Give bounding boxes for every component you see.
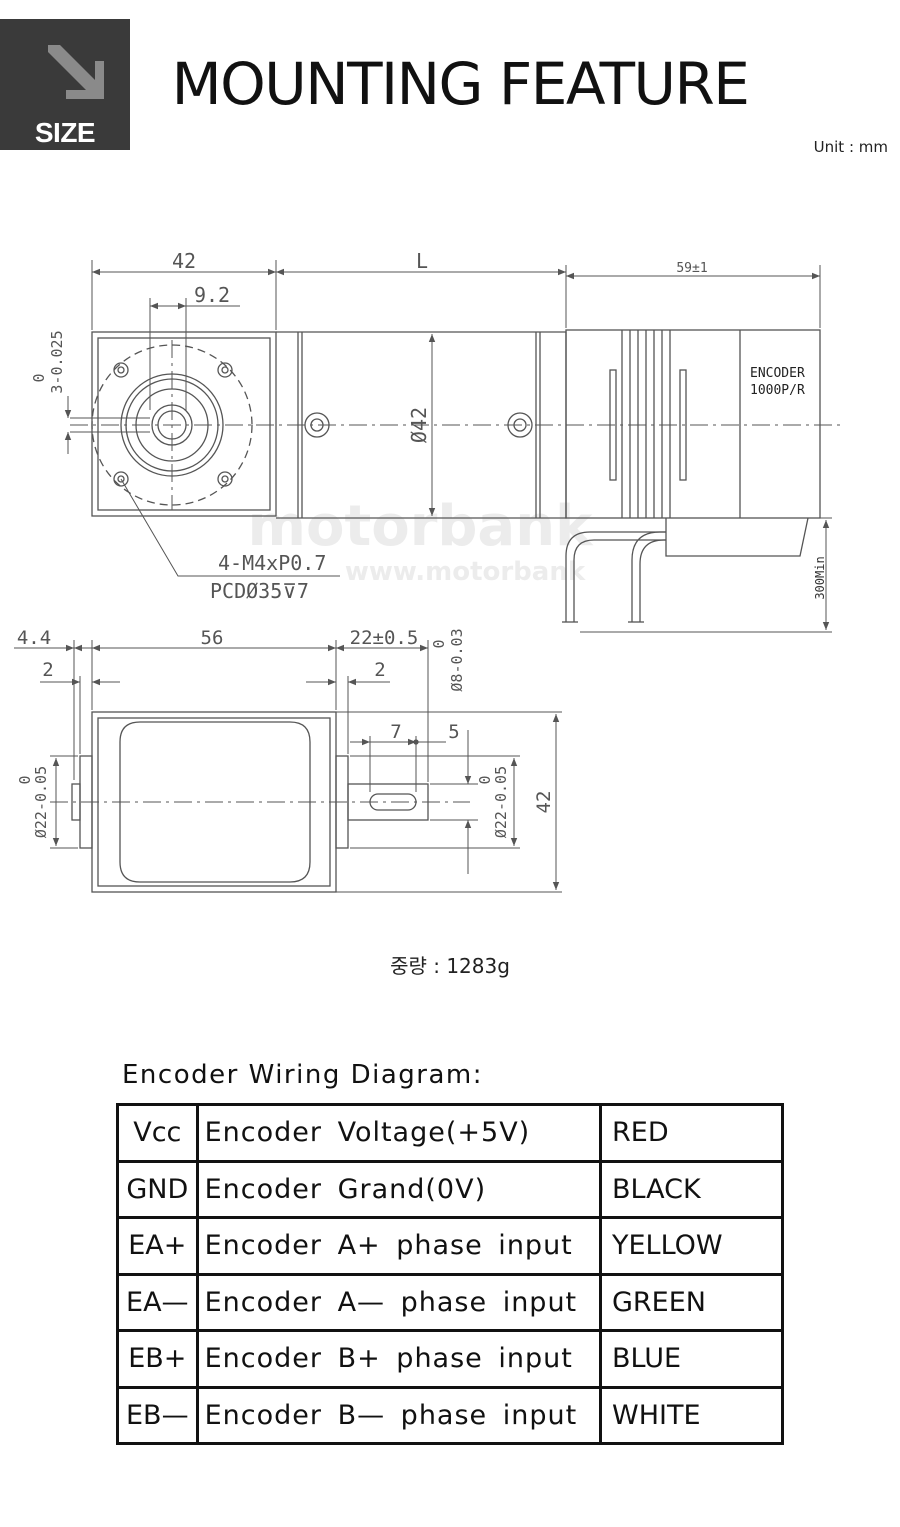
dim-L: L [416,249,428,273]
dim-3-tol-top: 0 [30,373,48,382]
description-cell: Encoder B+ phase input [195,1329,603,1389]
gearbox-face [91,331,277,517]
table-row: EB— Encoder B— phase input WHITE [116,1385,784,1445]
description-cell: Encoder A— phase input [195,1272,603,1332]
dim-phi22-right-top: 0 [476,775,494,784]
description-cell: Encoder Voltage(+5V) [195,1103,603,1163]
wiring-table: Vcc Encoder Voltage(+5V) RED GND Encoder… [116,1103,784,1445]
mounting-holes [113,362,233,487]
thread-note-line2: PCDØ35⊽7 [210,579,309,603]
encoder-label-line2: 1000P/R [750,383,805,398]
table-row: EA— Encoder A— phase input GREEN [116,1272,784,1332]
pin-cell: EB— [116,1385,199,1445]
pin-cell: EA+ [116,1216,199,1276]
dim-3-tol-bottom: 3-0.025 [48,330,66,393]
dim-42-side: 42 [533,791,555,814]
cable-length: 300Min [813,556,827,599]
dim-5: 5 [448,721,459,743]
dim-phi8-top: 0 [430,639,448,648]
dim-59: 59±1 [676,261,707,276]
dim-phi22-left-bottom: Ø22-0.05 [32,766,50,838]
watermark: motorbank [248,494,594,559]
dim-phi8-bottom: Ø8-0.03 [448,628,466,691]
weight-label: 중량 : 1283g [390,954,510,978]
dim-phi22-left-top: 0 [16,775,34,784]
color-cell: RED [599,1103,784,1163]
size-label: SIZE [34,117,96,148]
size-badge: SIZE [0,19,130,150]
mounting-drawing: motorbank www.motorbank [14,249,840,893]
color-cell: GREEN [599,1272,784,1332]
description-cell: Encoder A+ phase input [195,1216,603,1276]
pcd-circle [91,344,253,506]
table-row: Vcc Encoder Voltage(+5V) RED [116,1103,784,1163]
dim-7: 7 [390,721,401,743]
dim-56: 56 [201,627,224,649]
encoder-label-line1: ENCODER [750,366,805,381]
description-cell: Encoder B— phase input [195,1385,603,1445]
thread-note-line1: 4-M4xP0.7 [218,551,326,575]
pin-cell: GND [116,1159,199,1219]
watermark-url: www.motorbank [345,557,586,587]
dim-2-right: 2 [374,659,385,681]
color-cell: WHITE [599,1385,784,1445]
table-row: EA+ Encoder A+ phase input YELLOW [116,1216,784,1276]
pin-cell: Vcc [116,1103,199,1163]
wiring-title: Encoder Wiring Diagram: [122,1060,483,1090]
table-row: EB+ Encoder B+ phase input BLUE [116,1329,784,1389]
description-cell: Encoder Grand(0V) [195,1159,603,1219]
page-title: MOUNTING FEATURE [171,50,750,118]
dim-22: 22±0.5 [350,627,419,649]
dim-2-left: 2 [42,659,53,681]
dim-phi22-right-bottom: Ø22-0.05 [492,766,510,838]
color-cell: BLACK [599,1159,784,1219]
dim-9-2: 9.2 [194,283,230,307]
arrow-down-right-icon [48,45,104,99]
pin-cell: EB+ [116,1329,199,1389]
dim-phi42: Ø42 [407,407,431,443]
dim-42-top: 42 [172,249,196,273]
encoder-housing [565,329,821,519]
pin-cell: EA— [116,1272,199,1332]
table-row: GND Encoder Grand(0V) BLACK [116,1159,784,1219]
color-cell: BLUE [599,1329,784,1389]
color-cell: YELLOW [599,1216,784,1276]
dim-4-4: 4.4 [17,627,51,649]
unit-label: Unit : mm [813,138,888,156]
